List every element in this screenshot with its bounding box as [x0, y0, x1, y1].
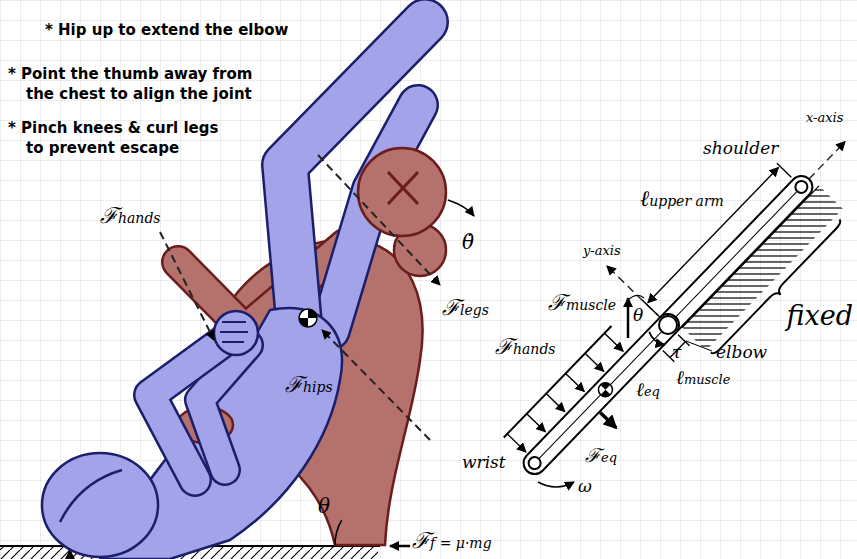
force-label: ℱhips	[285, 372, 333, 398]
angular-velocity-label: ω	[578, 476, 592, 496]
force-label: ℱf = μ·mg	[412, 528, 492, 554]
angle-label: θ	[633, 305, 643, 325]
axis-label: y-axis	[583, 243, 621, 259]
force-label: ℱeq	[585, 444, 617, 467]
force-arrows	[160, 155, 474, 546]
force-label: ℱmuscle	[548, 290, 616, 316]
tip-note: * Point the thumb away from the chest to…	[8, 64, 271, 105]
angle-label: θ	[318, 494, 330, 518]
tip-note: * Hip up to extend the elbow	[45, 20, 288, 40]
force-label: ℱhands	[495, 334, 556, 360]
length-label: ℓupper arm	[640, 186, 724, 212]
torque-label: τ	[672, 342, 681, 362]
tip-note: * Pinch knees & curl legs to prevent esc…	[8, 118, 230, 159]
joint-label: elbow	[716, 342, 767, 362]
constraint-label: fixed	[787, 300, 854, 332]
opponent-head	[358, 148, 446, 276]
length-label: ℓmuscle	[676, 366, 730, 389]
length-label: ℓeq	[636, 378, 660, 401]
force-label: ℱlegs	[442, 295, 489, 321]
joint-label: wrist	[462, 452, 506, 472]
force-label: ℱhands	[100, 203, 161, 229]
angle-label: θ̇	[462, 230, 474, 254]
center-of-mass	[299, 309, 317, 327]
arm-arrows	[538, 295, 712, 487]
joint-label: shoulder	[703, 138, 778, 158]
axis-label: x-axis	[806, 110, 843, 126]
arm-model	[466, 83, 857, 513]
